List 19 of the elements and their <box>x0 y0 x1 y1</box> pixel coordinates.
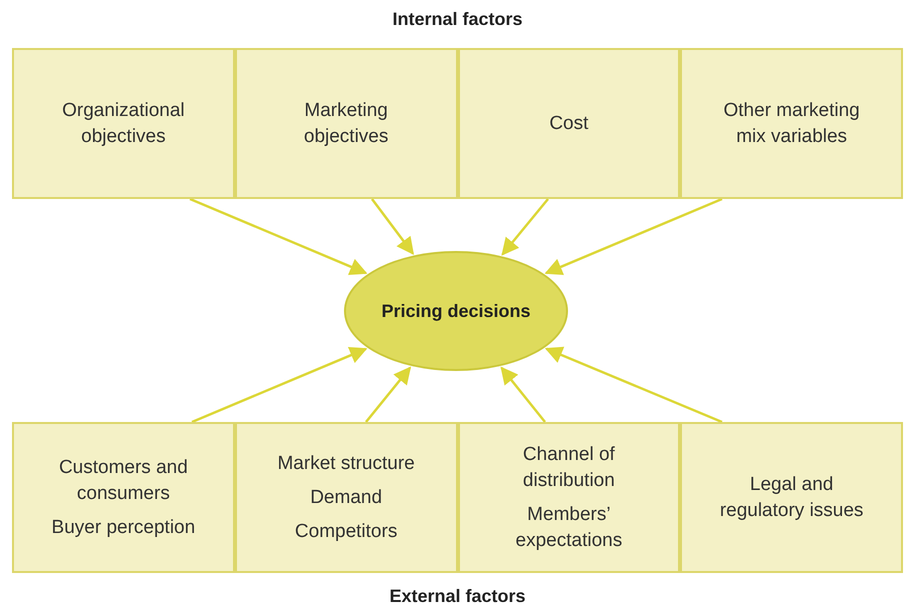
group-heading: Internal factors <box>392 8 523 31</box>
arrow <box>365 366 412 423</box>
factor-cell: Other marketing mix variables <box>680 48 903 199</box>
factor-cell: Channel of distribution Members’ expectations <box>458 422 680 573</box>
decision-ellipse: Pricing decisions <box>344 251 568 371</box>
factor-cell: Market structure Demand Competitors <box>234 422 458 573</box>
arrow <box>192 346 368 424</box>
factor-cell: Organizational objectives <box>12 48 235 199</box>
arrow <box>190 198 368 275</box>
factor-cell: Marketing objectives <box>234 48 458 199</box>
arrow <box>544 346 722 424</box>
factor-cell: Legal and regulatory issues <box>680 422 903 573</box>
factor-cell: Customers and consumers Buyer perception <box>12 422 235 573</box>
arrow <box>371 198 414 255</box>
group-heading: External factors <box>389 585 526 608</box>
arrow <box>544 198 722 275</box>
factor-cell: Cost <box>458 48 680 199</box>
arrow <box>500 366 546 423</box>
arrow <box>501 198 549 256</box>
